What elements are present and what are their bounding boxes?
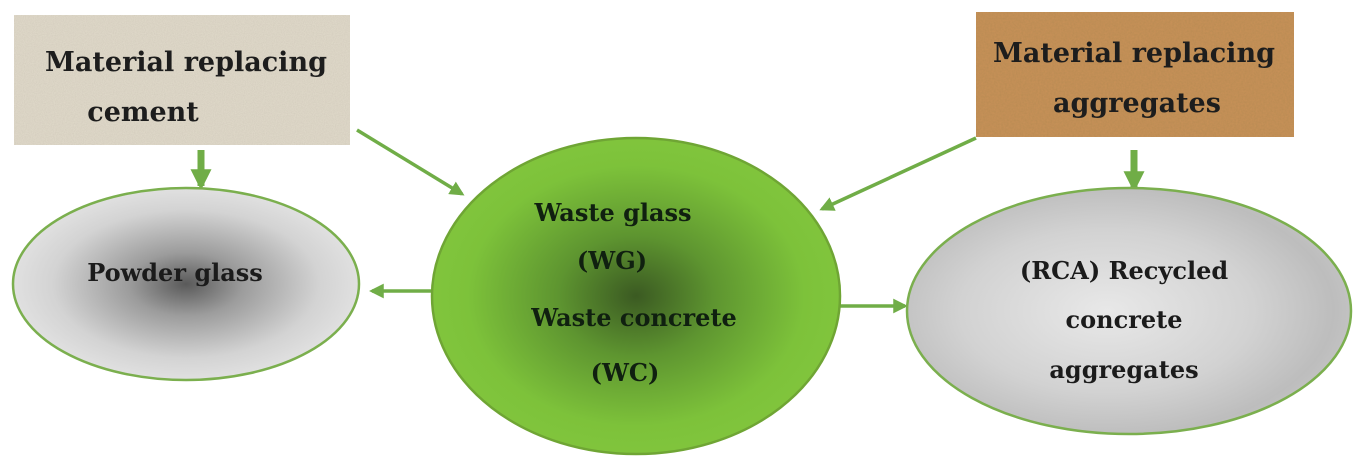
aggregate-replacement-box: Material replacing aggregates [976,12,1294,137]
cement-box-line1: Material replacing [45,47,327,78]
rca-line1: (RCA) Recycled [1020,256,1229,285]
arrow-aggregates-to-center [819,136,977,211]
arrow-cement-to-center [356,128,465,196]
aggregate-box-line2: aggregates [1053,88,1221,119]
aggregate-box-line1: Material replacing [993,38,1275,69]
center-line2: (WG) [577,246,647,275]
waste-center-node: Waste glass (WG) Waste concrete (WC) [430,136,842,456]
cement-replacement-box: Material replacing cement [14,15,350,145]
powder-glass-node: Powder glass [11,186,361,382]
rca-line3: aggregates [1049,355,1198,384]
center-line4: (WC) [591,358,660,387]
cement-box-line2: cement [87,97,199,128]
rca-node: (RCA) Recycled concrete aggregates [905,186,1353,436]
center-line1: Waste glass [533,198,691,227]
rca-line2: concrete [1066,305,1183,334]
center-line3: Waste concrete [530,303,737,332]
powder-glass-label: Powder glass [87,258,263,287]
